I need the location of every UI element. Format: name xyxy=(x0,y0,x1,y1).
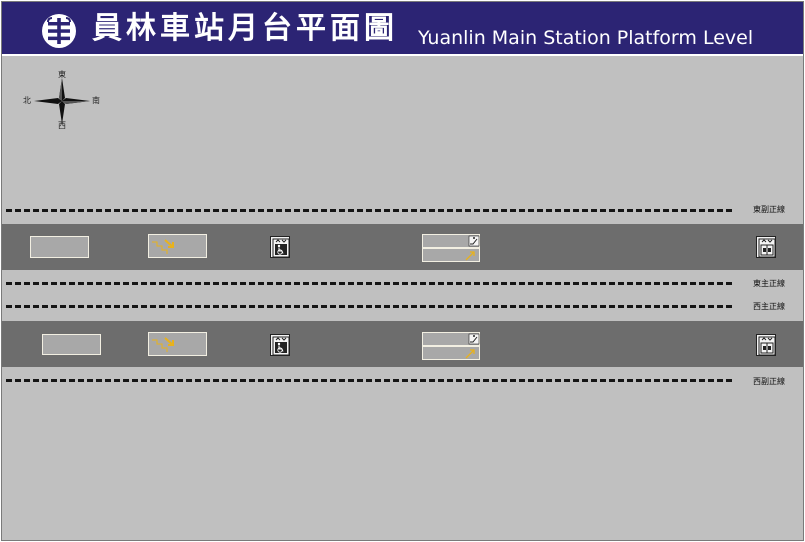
elevator-south[interactable] xyxy=(756,236,776,258)
platform-room xyxy=(30,236,89,258)
escalator-up xyxy=(422,332,480,346)
track-label-east-secondary: 東副正線 xyxy=(753,205,785,214)
elevator[interactable] xyxy=(270,334,290,356)
track-east-secondary xyxy=(6,209,732,212)
compass-south-label: 南 xyxy=(92,96,100,105)
escalator-down xyxy=(422,346,480,360)
page-title-english: Yuanlin Main Station Platform Level xyxy=(418,27,754,49)
platform-west xyxy=(2,321,803,367)
elevator-accessible-icon xyxy=(272,238,290,258)
escalator[interactable] xyxy=(422,332,480,360)
elevator-icon xyxy=(758,336,776,356)
escalator-icon xyxy=(465,333,480,359)
stairs[interactable] xyxy=(148,234,207,258)
stairs-icon xyxy=(152,337,174,352)
stairs[interactable] xyxy=(148,332,207,356)
compass-east-label: 東 xyxy=(58,70,66,79)
stairs-icon xyxy=(152,239,174,254)
escalator-down xyxy=(422,248,480,262)
escalator-up xyxy=(422,234,480,248)
elevator-south[interactable] xyxy=(756,334,776,356)
track-west-secondary xyxy=(6,379,732,382)
escalator-icon xyxy=(465,235,480,261)
compass-west-label: 西 xyxy=(58,121,66,130)
track-label-west-main: 西主正線 xyxy=(753,302,785,311)
taiwan-railway-logo-icon xyxy=(42,14,76,48)
elevator-accessible-icon xyxy=(272,336,290,356)
elevator-icon xyxy=(758,238,776,258)
header-banner: 員林車站月台平面圖 Yuanlin Main Station Platform … xyxy=(2,2,803,56)
page-title-chinese: 員林車站月台平面圖 xyxy=(92,11,398,46)
track-label-west-secondary: 西副正線 xyxy=(753,377,785,386)
elevator[interactable] xyxy=(270,236,290,258)
compass-north-label: 北 xyxy=(23,96,31,105)
platform-room xyxy=(42,334,101,355)
compass-star-icon xyxy=(34,78,90,124)
compass-rose: 東 北 南 西 xyxy=(20,68,106,134)
track-east-main xyxy=(6,282,732,285)
platform-east xyxy=(2,224,803,270)
track-label-east-main: 東主正線 xyxy=(753,279,785,288)
escalator[interactable] xyxy=(422,234,480,262)
track-west-main xyxy=(6,305,732,308)
